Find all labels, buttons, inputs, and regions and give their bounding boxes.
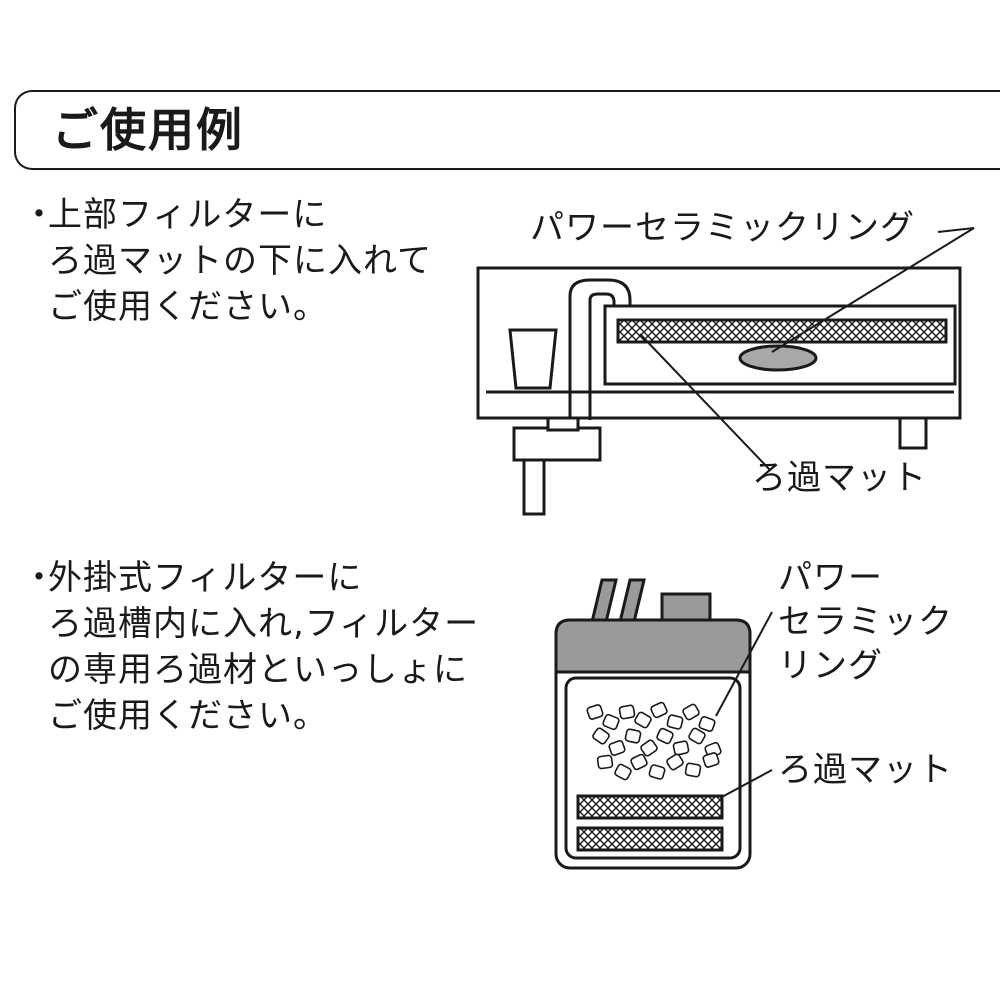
ceramic-ring-label-side: パワー セラミック リング xyxy=(778,558,953,686)
ring-leader-top xyxy=(771,227,975,353)
outer-filter-line-3: の専用ろ過材といっしょに xyxy=(48,650,468,690)
mat-leader-side xyxy=(719,769,773,799)
inlet-pipe-2 xyxy=(618,578,646,624)
filter-mat-label-top: ろ過マット xyxy=(752,458,927,498)
inlet-pipe-1 xyxy=(590,578,618,624)
intake-pipe xyxy=(568,278,632,420)
filter-mat-side-2 xyxy=(576,826,724,852)
pump-stem xyxy=(522,458,546,516)
title-frame xyxy=(14,90,1000,170)
filter-mat-top xyxy=(616,318,948,344)
tank-leg xyxy=(898,416,928,450)
mat-leader-top xyxy=(639,333,771,471)
outer-filter-instructions: ・外掛式フィルターに ろ過槽内に入れ,フィルター の専用ろ過材といっしょに ご使… xyxy=(22,555,479,739)
upper-filter-instructions: ・上部フィルターに ろ過マットの下に入れて ご使用ください。 xyxy=(22,192,432,330)
outer-filter-line-2: ろ過槽内に入れ,フィルター xyxy=(48,604,480,644)
filter-mat-label-side: ろ過マット xyxy=(778,750,953,790)
filter-mat-side-1 xyxy=(576,794,724,820)
upper-filter-line-2: ろ過マットの下に入れて xyxy=(48,241,432,281)
upper-filter-line-3: ご使用ください。 xyxy=(48,287,328,327)
ceramic-ring-pile xyxy=(586,701,722,781)
outer-filter-line-4: ご使用ください。 xyxy=(48,696,328,736)
section-title: ご使用例 xyxy=(52,103,244,157)
upper-filter-diagram xyxy=(476,227,975,516)
ceramic-ring-top xyxy=(738,344,818,372)
outer-filter-diagram xyxy=(554,578,773,870)
ceramic-ring-label-top: パワーセラミックリング xyxy=(530,208,915,248)
housing-lid xyxy=(554,618,752,674)
outer-filter-line-1: ・外掛式フィルターに xyxy=(22,555,479,601)
upper-filter-line-1: ・上部フィルターに xyxy=(22,192,432,238)
pump-base xyxy=(512,426,602,462)
pump-cup xyxy=(508,328,558,390)
ring-leader-side xyxy=(715,611,773,717)
